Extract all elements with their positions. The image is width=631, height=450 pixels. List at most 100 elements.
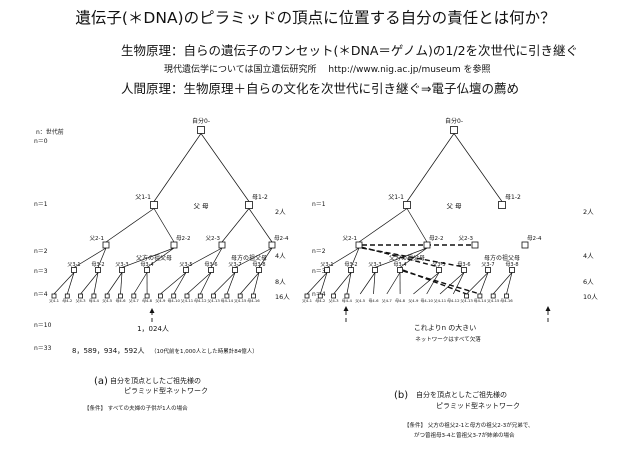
left-count-label-3: 16人 [275, 293, 290, 301]
r-gen4-label-1: 母4-2 [315, 298, 326, 303]
left-gen-label-5: n＝4 [34, 291, 48, 298]
l-edge-g3-1-1 [93, 272, 99, 295]
l-node-g3-2 [119, 267, 125, 273]
l-node-g4-2 [78, 293, 83, 299]
left-gen-label-2: n＝1 [34, 201, 48, 208]
r-gen3-label-3: 母3-4 [393, 262, 406, 268]
l-gen2-label-2: 父2-3 [206, 235, 221, 242]
r-gen4-label-0: 父4-1 [302, 298, 313, 303]
right-condition-line2: がつ曾祖母3-4と曾祖父3-7が姉弟の場合 [414, 431, 515, 439]
l-edge-g3-3-0 [133, 272, 148, 295]
left-caption-marker: (a) [94, 376, 108, 387]
l-gen4-label-2: 父4-3 [76, 298, 87, 303]
right-link-2-1-to-3-6 [361, 247, 465, 268]
r-gen3-label-0: 父3-1 [320, 262, 333, 268]
l-edge-g3-1-0 [80, 272, 99, 295]
l-gen4-label-1: 母4-2 [62, 298, 73, 303]
l-node-g2-3 [268, 241, 276, 249]
l-gen2-label-0: 父2-1 [90, 235, 104, 242]
r-paternal-caption: 父方の祖父母 [389, 254, 425, 262]
left-caption-line1: 自分を頂点としたご祖先様の [110, 376, 201, 385]
right-caption-line1: 自分を頂点としたご祖先様の [416, 390, 507, 399]
l-edge-g3-4-1 [173, 272, 187, 295]
l-edge-g3-6-1 [226, 272, 236, 295]
right-condition-line1: 【条件】 父方の祖父2-1と母方の祖父2-3が兄弟で、 [404, 421, 534, 429]
left-count-label-0: 2人 [275, 208, 286, 216]
l-node-g3-5 [208, 267, 214, 273]
l-gen1-label-1: 母1-2 [252, 194, 268, 201]
r-edge-g1-0-0 [358, 208, 408, 243]
r-gen4-label-15: 母4-16 [500, 298, 513, 303]
r-node-g4-0 [304, 293, 310, 299]
r-edge-g3-2-1 [373, 272, 376, 295]
l-node-g4-7 [144, 293, 150, 299]
r-gen4-label-4: 父4-5 [355, 298, 366, 303]
l-gen4-label-11: 母4-12 [194, 298, 207, 303]
left-tree-edges [53, 133, 273, 295]
l-gen2-label-3: 母2-4 [274, 235, 289, 242]
r-gen4-label-7: 母4-8 [395, 298, 406, 303]
l-gen4-label-8: 父4-9 [155, 298, 166, 303]
l-node-g3-6 [232, 267, 238, 273]
r-node-g4-3 [344, 293, 350, 299]
r-node-g4-2 [331, 293, 337, 299]
right-tree-edges [306, 133, 513, 295]
right-tree-nodes [304, 126, 529, 299]
r-node-g3-7 [509, 267, 515, 273]
l-gen4-label-7: 母4-8 [142, 298, 153, 303]
l-edge-g3-7-0 [239, 272, 260, 295]
l-gen3-label-4: 父3-5 [179, 262, 192, 268]
r-gen4-label-13: 母4-14 [474, 298, 487, 303]
l-edge-g3-7-1 [253, 272, 260, 295]
right-gen-label-2: n＝3 [312, 268, 326, 275]
r-edge-g2-0-1 [350, 247, 360, 268]
r-gen3-label-4: 父3-5 [432, 262, 445, 268]
l-gen3-label-7: 母3-8 [252, 262, 265, 268]
r-edge-g3-7-1 [506, 272, 513, 295]
left-condition: 【条件】 すべての夫婦の子供が1人の場合 [84, 404, 188, 412]
l-edge-g0-0-1 [200, 133, 250, 202]
l-edge-g2-2-0 [185, 247, 223, 268]
l-gen2-label-1: 母2-2 [176, 235, 190, 242]
right-count-label-2: 6人 [583, 278, 594, 286]
l-node-g4-13 [224, 293, 230, 299]
l-gen4-label-13: 母4-14 [221, 298, 234, 303]
l-node-g2-1 [170, 241, 178, 249]
l-gen3-label-5: 母3-6 [204, 262, 217, 268]
l-paternal-caption: 父方の祖父母 [136, 254, 172, 262]
l-node-g4-0 [51, 293, 57, 299]
left-gen-label-4: n＝3 [34, 268, 48, 275]
right-gen-label-0: n＝1 [312, 201, 326, 208]
r-node-g2-0 [355, 241, 363, 249]
l-node-g2-2 [218, 241, 226, 249]
right-count-label-0: 2人 [583, 208, 594, 216]
l-gen4-label-12: 父4-13 [207, 298, 220, 303]
l-edge-g2-3-1 [258, 247, 273, 268]
left-count-label-1: 4人 [275, 252, 286, 260]
l-node-g3-7 [256, 267, 262, 273]
l-node-g4-4 [104, 293, 110, 299]
l-node-g2-0 [102, 241, 110, 249]
l-edge-g3-0-1 [66, 272, 75, 295]
l-gen4-label-0: 父4-1 [49, 298, 60, 303]
l-node-g3-4 [183, 267, 189, 273]
r-edge-g3-1-0 [333, 272, 352, 295]
r-gen1-label-0: 父1-1 [388, 194, 404, 201]
r-node-g3-0 [324, 267, 330, 273]
r-edge-g1-0-1 [406, 208, 428, 243]
l-node-g4-1 [64, 293, 70, 299]
l-gen4-label-6: 父4-7 [129, 298, 140, 303]
r-edge-g3-5-1 [452, 272, 465, 295]
r-gen4-label-11: 母4-12 [447, 298, 460, 303]
r-node-g3-6 [485, 267, 491, 273]
l-edge-g1-0-0 [105, 208, 155, 243]
right-gen-label-3: n＝4 [312, 291, 326, 298]
r-edge-g3-0-1 [319, 272, 328, 295]
left-gen-label-0: n：世代前 [36, 128, 64, 136]
left-n33-value: 8，589，934，592人 [72, 347, 145, 355]
l-gen4-label-9: 母4-10 [167, 298, 180, 303]
r-node-g4-15 [504, 293, 509, 299]
l-node-g4-3 [91, 293, 97, 299]
l-edge-g2-0-1 [97, 247, 107, 268]
l-edge-g3-4-0 [160, 272, 187, 295]
